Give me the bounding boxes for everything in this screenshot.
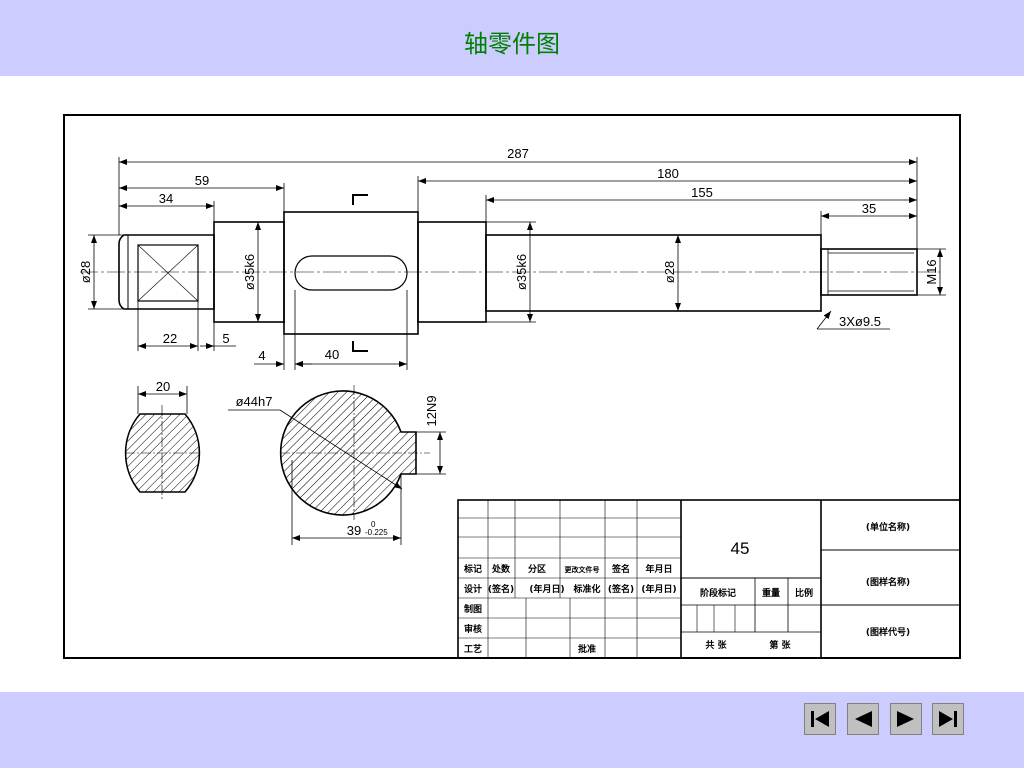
dim-20: 20 [156, 379, 170, 394]
tb-review: 审核 [464, 623, 482, 635]
drawing-border [63, 114, 961, 659]
tb-unit-name: (单位名称) [866, 521, 910, 533]
title-block [457, 499, 961, 659]
nav-next-button[interactable] [890, 703, 922, 735]
tb-drafting: 制图 [464, 603, 482, 615]
next-icon [897, 711, 914, 727]
dim-3x9-5: 3Xø9.5 [839, 314, 881, 329]
tb-total: 共 张 [705, 639, 727, 651]
tb-approve: 批准 [578, 643, 596, 655]
shaft-drawing: 287 180 155 59 34 35 ø28 ø35k6 ø35k6 ø28… [63, 114, 961, 659]
tb-date1: (年月日) [529, 583, 564, 595]
dim-44h7: ø44h7 [236, 394, 273, 409]
tb-design: 设计 [464, 583, 482, 595]
title-block-text: 45 标记 处数 分区 更改文件号 签名 年月日 设计 (签名) (年月日) 标… [463, 521, 910, 655]
dim-5: 5 [222, 331, 229, 346]
tb-label-count: 处数 [491, 563, 511, 575]
dim-287: 287 [507, 146, 529, 161]
dim-28-left: ø28 [78, 261, 93, 283]
tb-sign1: (签名) [488, 583, 514, 595]
nav-last-button[interactable] [932, 703, 964, 735]
tb-label-mark: 标记 [463, 563, 482, 575]
section-left [124, 386, 201, 500]
tb-stage: 阶段标记 [700, 587, 736, 599]
dim-40: 40 [325, 347, 339, 362]
tb-scale: 比例 [795, 587, 813, 599]
dim-35k6-b: ø35k6 [514, 254, 529, 290]
nav-first-button[interactable] [804, 703, 836, 735]
dim-22: 22 [163, 331, 177, 346]
dim-m16: M16 [924, 259, 939, 284]
shaft-view [80, 194, 940, 352]
dim-180: 180 [657, 166, 679, 181]
dim-59: 59 [195, 173, 209, 188]
tb-process: 工艺 [464, 643, 482, 655]
material-value: 45 [731, 539, 750, 558]
tb-weight: 重量 [762, 587, 780, 599]
dim-35k6-a: ø35k6 [242, 254, 257, 290]
section-right [228, 385, 446, 545]
tb-label-zone: 分区 [528, 563, 546, 575]
tb-label-date: 年月日 [645, 563, 672, 575]
dim-4: 4 [258, 348, 265, 363]
dimension-lines [88, 157, 946, 370]
dim-35: 35 [862, 201, 876, 216]
nav-prev-button[interactable] [847, 703, 879, 735]
tb-drawing-name: (图样名称) [866, 576, 910, 588]
first-icon [811, 711, 829, 727]
dimension-labels: 287 180 155 59 34 35 ø28 ø35k6 ø35k6 ø28… [78, 146, 939, 363]
dim-34: 34 [159, 191, 173, 206]
tb-label-change: 更改文件号 [565, 565, 600, 574]
tb-label-sign: 签名 [611, 563, 630, 575]
tb-sign2: (签名) [608, 583, 634, 595]
last-icon [939, 711, 957, 727]
tol-upper: 0 [371, 520, 376, 529]
dim-155: 155 [691, 185, 713, 200]
tol-lower: -0.225 [365, 528, 388, 537]
dim-12n9: 12N9 [424, 395, 439, 426]
dim-28-mid: ø28 [662, 261, 677, 283]
page-title: 轴零件图 [464, 30, 560, 58]
header-bar: 轴零件图 [0, 0, 1024, 76]
tb-date2: (年月日) [641, 583, 676, 595]
tb-sheet: 第 张 [769, 639, 791, 651]
tb-drawing-code: (图样代号) [866, 626, 910, 638]
prev-icon [855, 711, 872, 727]
dim-39: 39 [347, 523, 361, 538]
tb-standard: 标准化 [572, 583, 600, 595]
